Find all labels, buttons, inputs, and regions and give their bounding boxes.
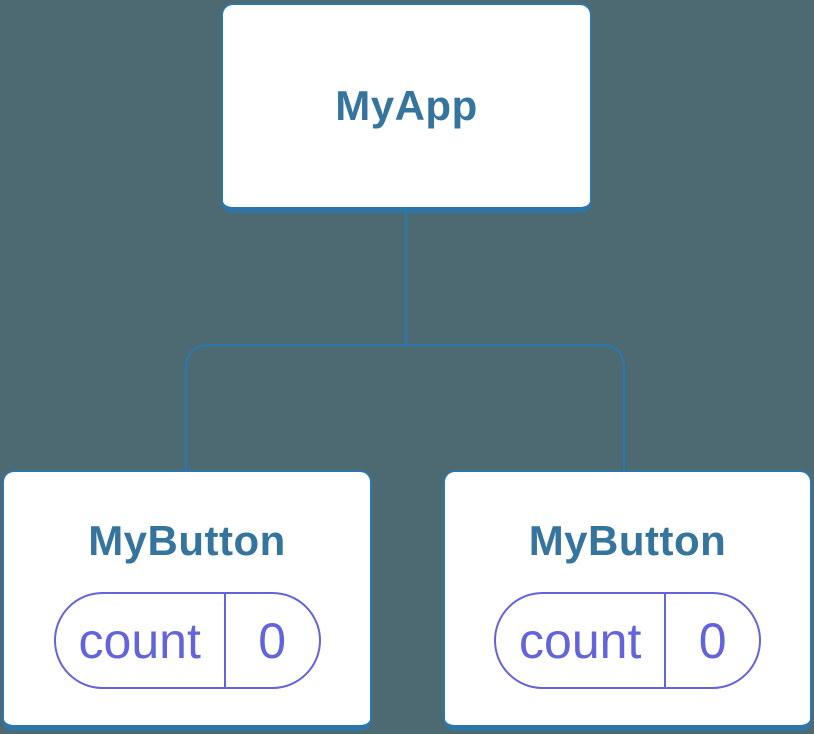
branch-bracket-line (184, 343, 626, 470)
state-value: 0 (258, 612, 287, 669)
node-myapp-label: MyApp (335, 82, 478, 129)
state-pill-left: count 0 (53, 592, 321, 689)
state-value: 0 (698, 612, 727, 669)
node-mybutton-right: MyButton count 0 (443, 470, 812, 731)
node-mybutton-left: MyButton count 0 (2, 470, 372, 731)
node-mybutton-right-label: MyButton (528, 517, 727, 564)
node-myapp: MyApp (221, 3, 592, 213)
node-mybutton-left-label: MyButton (88, 517, 286, 564)
state-pill-right: count 0 (494, 592, 761, 689)
state-key-label: count (496, 594, 667, 687)
state-key-label: count (56, 594, 226, 687)
